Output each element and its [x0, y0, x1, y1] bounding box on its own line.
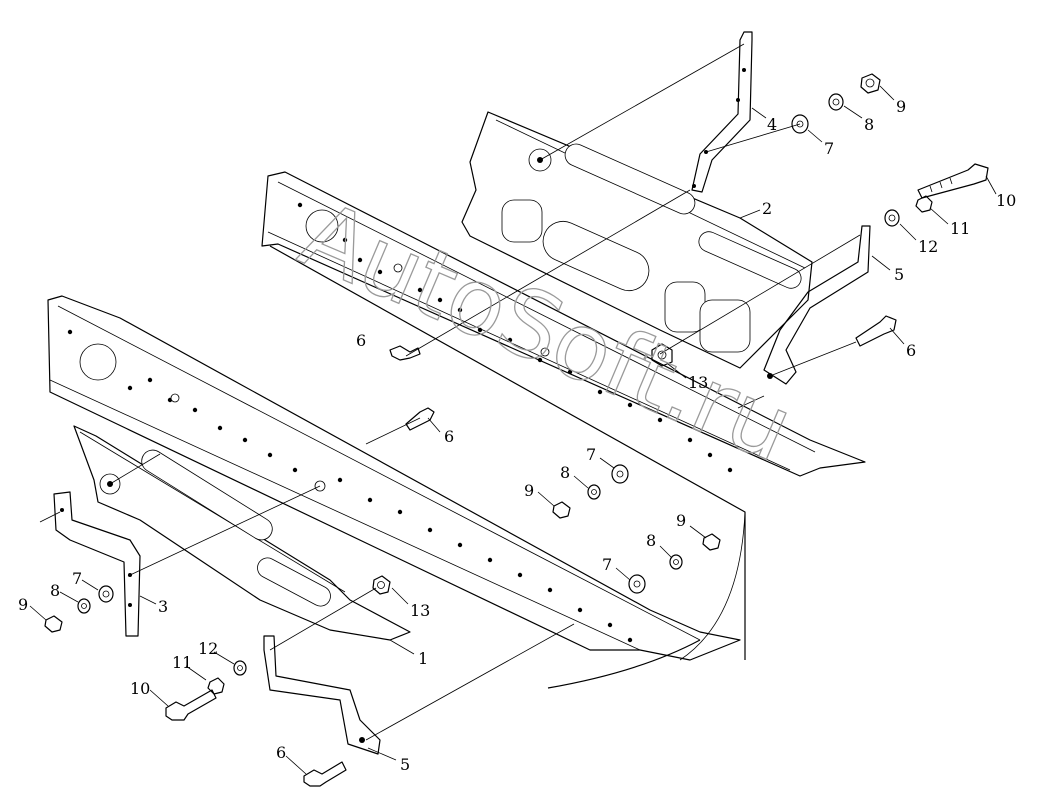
- washer-8-left: [77, 598, 91, 614]
- callout-labels: 4 9 8 7 2 10 11 12 5 6 6 13 6 7 8 9 9 8 …: [18, 97, 1016, 774]
- leader-lines: [29, 43, 997, 775]
- part-5-bracket-upper: [763, 225, 871, 385]
- callout-7-upper: 7: [824, 139, 834, 158]
- callout-9-upper: 9: [896, 97, 906, 116]
- callout-6-center-upper: 6: [356, 331, 366, 350]
- washer-7-upper: [791, 114, 809, 134]
- washer-8-center: [587, 484, 601, 500]
- callout-13-lower: 13: [410, 601, 430, 620]
- callout-6-center: 6: [444, 427, 454, 446]
- washer-12-upper: [884, 209, 900, 227]
- callout-8-upper: 8: [864, 115, 874, 134]
- callout-3: 3: [158, 597, 168, 616]
- washer-8-right: [669, 554, 683, 570]
- frame-rail-front: [47, 295, 741, 689]
- callout-4: 4: [767, 115, 777, 134]
- callout-5-lower: 5: [400, 755, 410, 774]
- nut-13-upper: [651, 343, 673, 367]
- bolt-6-lower: [303, 761, 347, 787]
- callout-7-right: 7: [602, 555, 612, 574]
- callout-12-lower: 12: [198, 639, 218, 658]
- callout-11-lower: 11: [172, 653, 192, 672]
- bolt-6-center: [405, 407, 435, 431]
- callout-9-right: 9: [676, 511, 686, 530]
- callout-13-upper: 13: [688, 373, 708, 392]
- bolt-6-right: [855, 315, 897, 347]
- fasteners: [44, 73, 989, 787]
- callout-9-left: 9: [18, 595, 28, 614]
- nut-9-right: [702, 533, 721, 551]
- washer-8-upper: [828, 93, 844, 111]
- callout-11-upper: 11: [950, 219, 970, 238]
- callout-7-left: 7: [72, 569, 82, 588]
- callout-8-center: 8: [560, 463, 570, 482]
- callout-7-center: 7: [586, 445, 596, 464]
- callout-6-right: 6: [906, 341, 916, 360]
- bolt-10-lower: [165, 689, 217, 721]
- washer-12-lower: [233, 660, 247, 676]
- rear-rail-holes: [297, 202, 733, 473]
- callout-10-upper: 10: [996, 191, 1016, 210]
- nut-9-left: [44, 615, 63, 633]
- front-rail-holes: [67, 329, 633, 643]
- part-3-strap-bracket: [53, 491, 141, 637]
- washer-7-center: [611, 464, 629, 484]
- bolt-10-upper: [917, 163, 989, 199]
- callout-8-right: 8: [646, 531, 656, 550]
- part-4-strap-bracket: [691, 31, 753, 193]
- callout-8-left: 8: [50, 581, 60, 600]
- callout-5-upper: 5: [894, 265, 904, 284]
- nut-9-upper: [860, 73, 881, 94]
- bolt-6-center-upper: [389, 345, 421, 361]
- washer-7-right: [628, 574, 646, 594]
- nut-11-upper: [915, 195, 933, 213]
- part-5-bracket-lower: [263, 635, 381, 755]
- callout-10-lower: 10: [130, 679, 150, 698]
- callout-1: 1: [418, 649, 428, 668]
- part-1-bracket-plate: [73, 425, 411, 641]
- nut-13-lower: [372, 575, 391, 595]
- washer-7-left: [98, 585, 114, 603]
- nut-11-lower: [207, 677, 225, 695]
- nut-9-center: [552, 501, 571, 519]
- callout-6-lower: 6: [276, 743, 286, 762]
- frame-rail-rear: [261, 171, 866, 661]
- callout-2: 2: [762, 199, 772, 218]
- callout-9-center: 9: [524, 481, 534, 500]
- part-2-bracket-plate: [461, 111, 813, 369]
- callout-12-upper: 12: [918, 237, 938, 256]
